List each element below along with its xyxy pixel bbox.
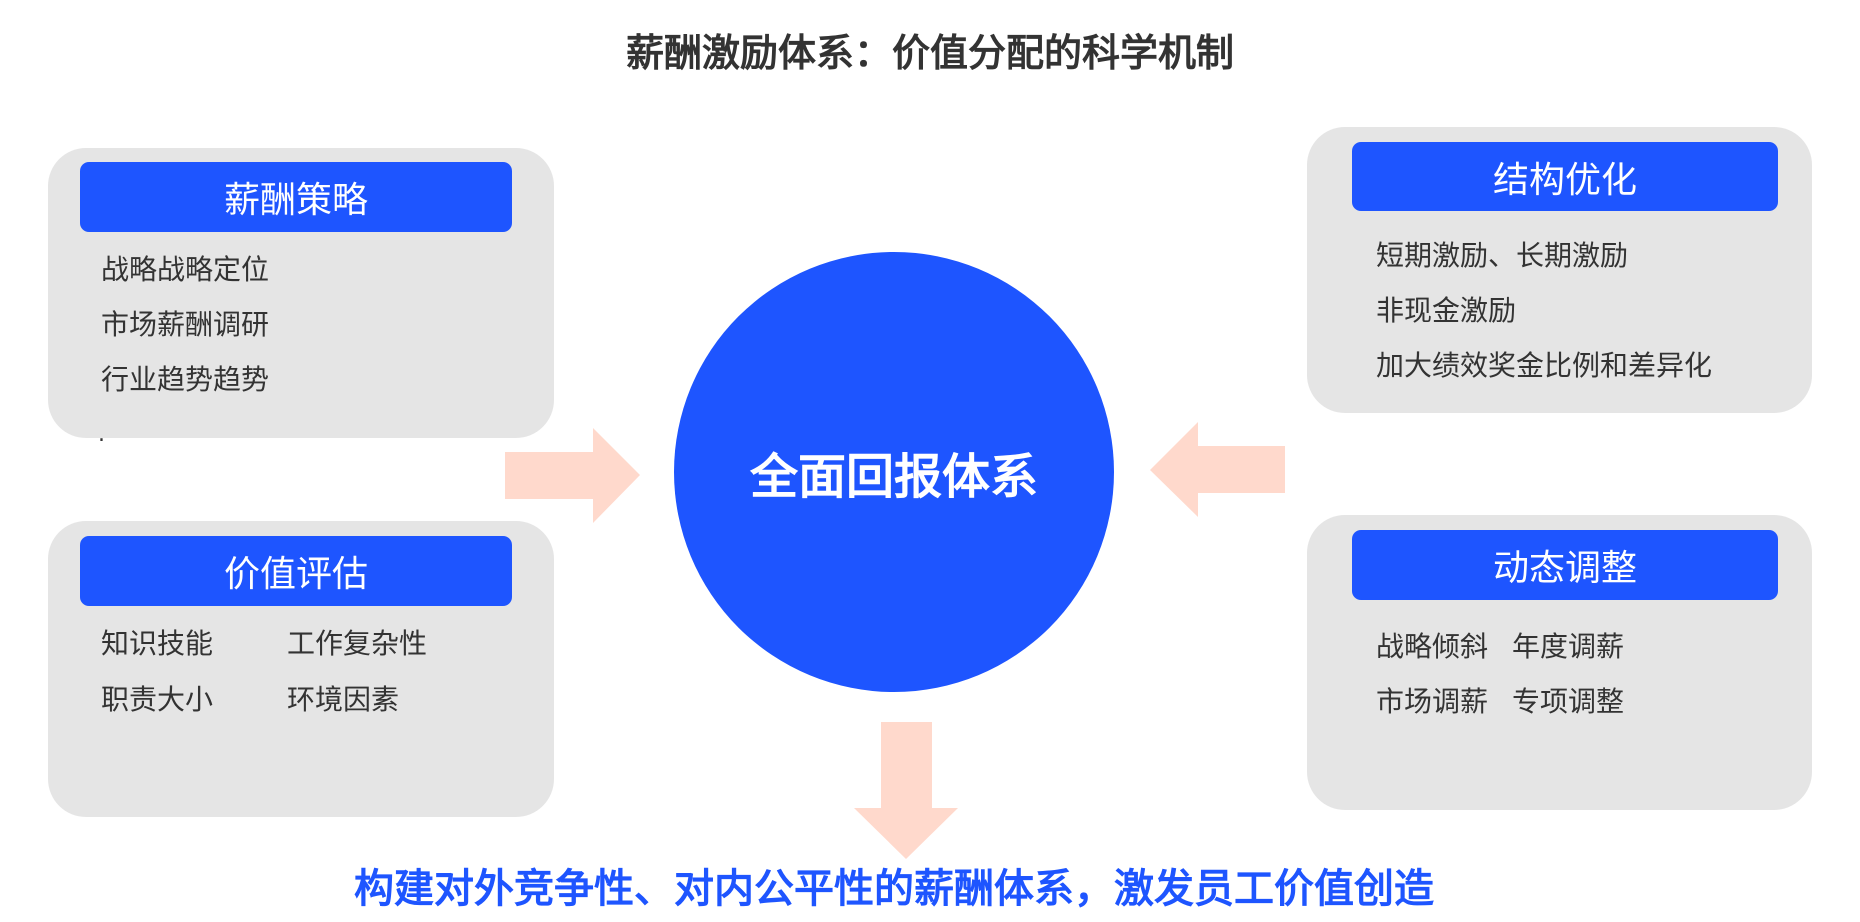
strategy-item: 市场薪酬调研 [101, 308, 270, 341]
strategy-item: 行业趋势趋势 [101, 363, 270, 396]
structure-item: 加大绩效奖金比例和差异化 [1376, 349, 1713, 382]
dynamic-item: 市场调薪 [1376, 685, 1489, 718]
evaluation-item: 职责大小 [101, 683, 214, 716]
evaluation-header: 价值评估 [80, 536, 512, 606]
center-circle: 全面回报体系 [674, 252, 1114, 692]
evaluation-item: 工作复杂性 [287, 627, 428, 660]
arrow-down-icon [854, 722, 958, 859]
structure-item: 短期激励、长期激励 [1376, 239, 1629, 272]
dynamic-item: 战略倾斜 [1376, 630, 1489, 663]
conclusion-text: 构建对外竞争性、对内公平性的薪酬体系，激发员工价值创造 [354, 866, 1434, 912]
dynamic-item: 年度调薪 [1512, 630, 1625, 663]
arrow-right-icon [505, 428, 640, 523]
page-title: 薪酬激励体系：价值分配的科学机制 [625, 31, 1234, 75]
evaluation-item: 环境因素 [287, 683, 400, 716]
dynamic-item: 专项调整 [1512, 685, 1625, 718]
strategy-item: 战略战略定位 [101, 253, 270, 286]
dynamic-header: 动态调整 [1352, 530, 1778, 600]
center-label: 全面回报体系 [749, 449, 1038, 505]
stray-dot: . [98, 422, 105, 447]
strategy-header: 薪酬策略 [80, 162, 512, 232]
arrow-left-icon [1150, 422, 1285, 517]
structure-header: 结构优化 [1352, 142, 1778, 211]
structure-item: 非现金激励 [1376, 294, 1517, 327]
evaluation-item: 知识技能 [101, 627, 214, 660]
